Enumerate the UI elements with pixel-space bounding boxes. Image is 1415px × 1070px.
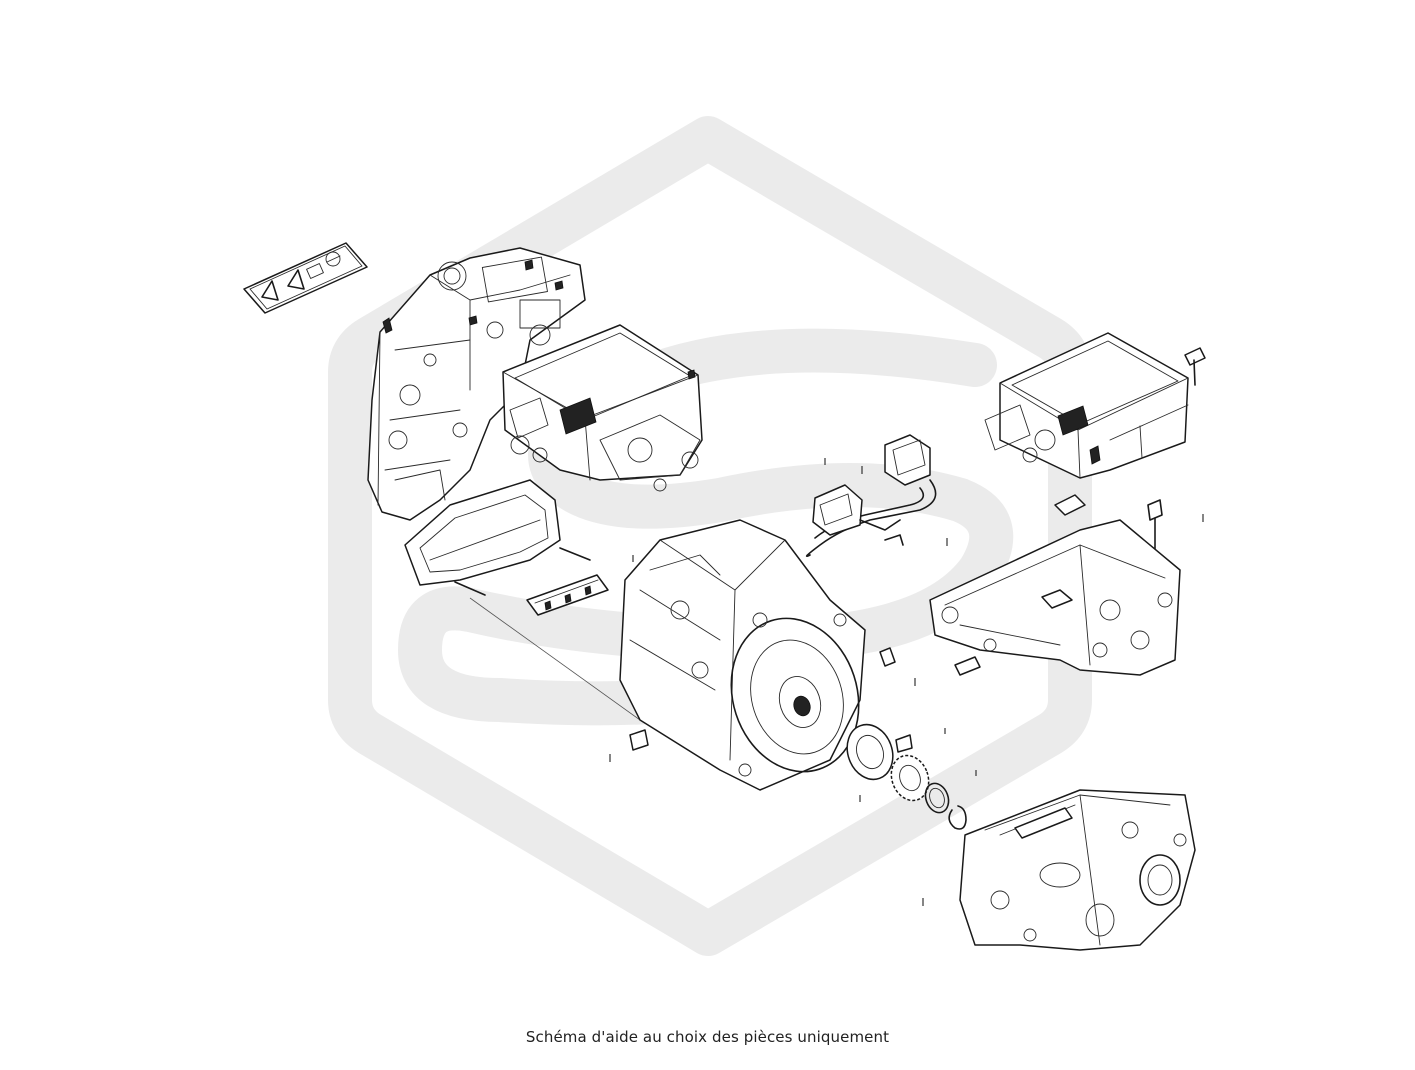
gearbox-icon bbox=[959, 789, 1196, 951]
figure-caption: Schéma d'aide au choix des pièces unique… bbox=[525, 1028, 890, 1046]
bracket-icon bbox=[929, 494, 1181, 676]
motor-icon bbox=[619, 519, 896, 791]
bolt-icon bbox=[1147, 347, 1206, 571]
ring-icon bbox=[846, 723, 913, 781]
washer-icon bbox=[924, 782, 950, 814]
inverter-icon bbox=[502, 324, 703, 492]
harness-icon bbox=[805, 434, 937, 558]
mount-frame bbox=[404, 479, 591, 596]
gear-icon bbox=[890, 754, 930, 802]
hazard-label-icon bbox=[243, 242, 368, 314]
circlip-icon bbox=[948, 805, 967, 830]
charger-icon bbox=[984, 332, 1189, 479]
index-ticks bbox=[609, 458, 1204, 906]
leader-line bbox=[469, 597, 641, 721]
electronics-housing-icon bbox=[367, 247, 586, 521]
connector-icon bbox=[526, 574, 609, 616]
